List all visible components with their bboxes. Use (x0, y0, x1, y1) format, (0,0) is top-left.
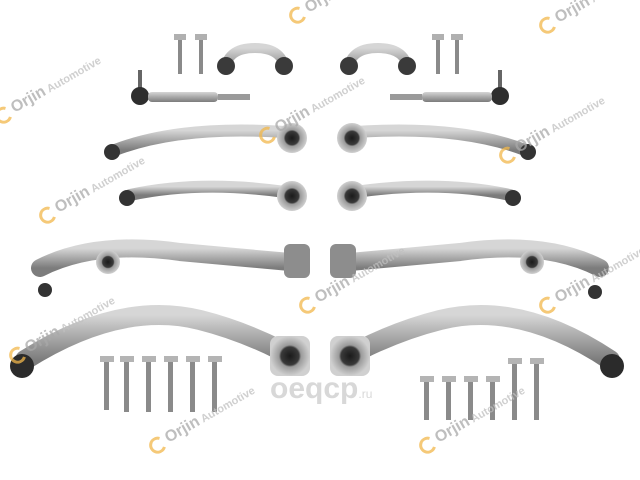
lower-arm-straight-left (31, 239, 310, 297)
tie-rod-left (131, 70, 250, 105)
site-watermark: oeqcp.ru (270, 372, 373, 405)
upper-arm-rear-left (119, 180, 307, 211)
stabilizer-link-right (340, 42, 416, 75)
tie-rod-right (390, 70, 509, 105)
bolt-set-bottom-left (100, 356, 222, 412)
upper-arm-front-right (337, 123, 536, 160)
bolt-set-bottom-right (420, 358, 544, 420)
upper-arm-rear-right (337, 180, 521, 211)
lower-arm-curved-left (10, 305, 310, 378)
bolt-set-top-left (174, 34, 207, 74)
lower-arm-straight-right (330, 239, 609, 299)
bolt-set-top-right (432, 34, 463, 74)
stabilizer-link-left (217, 42, 293, 75)
upper-arm-front-left (104, 123, 307, 160)
lower-arm-curved-right (330, 305, 624, 378)
